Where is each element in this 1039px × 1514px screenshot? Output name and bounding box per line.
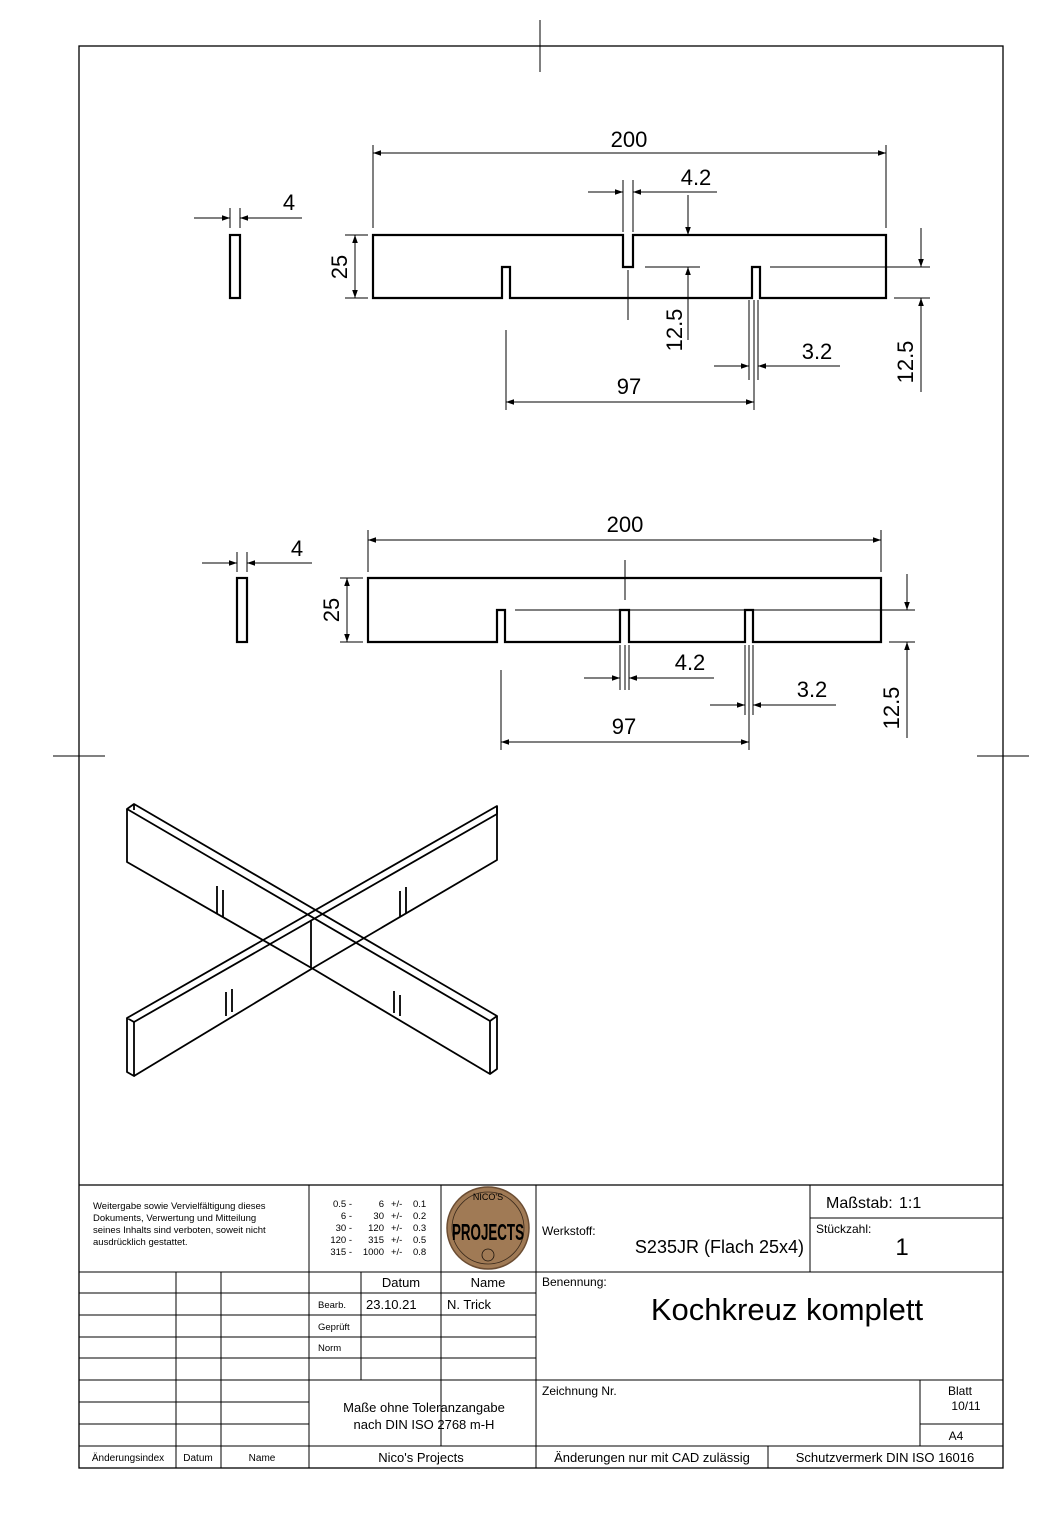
v2-dim-thickness: 4: [291, 536, 303, 561]
v1-dim-slot-bottom: 3.2: [802, 339, 833, 364]
logo-main-text: PROJECTS: [452, 1219, 524, 1245]
tol-pm: +/-: [391, 1199, 402, 1210]
copyright-line-1: Weitergabe sowie Vervielfältigung dieses: [93, 1201, 266, 1212]
tol-pm: +/-: [391, 1247, 402, 1258]
view-2: 200 4 25 4.2 3.2 12.5 97: [202, 512, 915, 750]
tol-to: 120: [368, 1223, 384, 1234]
company-name: Nico's Projects: [378, 1450, 464, 1465]
cad-note: Änderungen nur mit CAD zulässig: [554, 1450, 750, 1465]
tol-to: 6: [379, 1199, 384, 1210]
drawing-title: Kochkreuz komplett: [651, 1292, 924, 1327]
tol-value: 0.5: [413, 1235, 426, 1246]
v1-dim-slot-spacing: 97: [617, 374, 641, 399]
row-bearb: Bearb.: [318, 1300, 346, 1311]
sheet-value: 10/11: [951, 1399, 980, 1413]
copyright-line-4: ausdrücklich gestattet.: [93, 1237, 188, 1248]
tol-value: 0.2: [413, 1211, 426, 1222]
tol-pm: +/-: [391, 1223, 402, 1234]
tol-to: 315: [368, 1235, 384, 1246]
v2-dim-length: 200: [607, 512, 644, 537]
paper-format: A4: [949, 1429, 964, 1443]
logo-top-text: NICO'S: [473, 1192, 503, 1202]
v1-dim-depth-center: 12.5: [662, 309, 687, 352]
tol-from: 120 -: [330, 1235, 352, 1246]
v1-dim-thickness: 4: [283, 190, 295, 215]
tol-pm: +/-: [391, 1211, 402, 1222]
drawing-frame: [53, 20, 1029, 1469]
tol-from: 0.5 -: [333, 1199, 352, 1210]
title-label: Benennung:: [542, 1275, 607, 1289]
tolerance-note-1: Maße ohne Toleranzangabe: [343, 1400, 505, 1415]
rev-date-label: Datum: [183, 1453, 212, 1464]
copyright-line-3: seines Inhalts sind verboten, soweit nic…: [93, 1225, 266, 1236]
v1-dim-slot-top: 4.2: [681, 165, 712, 190]
bar-section-1: [228, 233, 242, 300]
row-geprueft: Geprüft: [318, 1322, 350, 1333]
material-value: S235JR (Flach 25x4): [635, 1237, 804, 1257]
tol-from: 6 -: [341, 1211, 352, 1222]
bar-profile-1: [371, 233, 888, 300]
tolerance-table: 0.5 - 6 +/- 0.1 6 - 30 +/- 0.2 30 - 120 …: [330, 1199, 426, 1258]
sheet-label: Blatt: [948, 1384, 973, 1398]
tol-value: 0.3: [413, 1223, 426, 1234]
rev-index-label: Änderungsindex: [92, 1452, 164, 1464]
tolerance-note-2: nach DIN ISO 2768 m-H: [354, 1417, 495, 1432]
bearb-date: 23.10.21: [366, 1297, 417, 1312]
scale-value: 1:1: [899, 1195, 921, 1212]
title-block: Weitergabe sowie Vervielfältigung dieses…: [79, 1184, 1003, 1468]
rev-name-label: Name: [249, 1453, 276, 1464]
quantity-value: 1: [895, 1234, 908, 1261]
bar-section-2: [235, 576, 249, 644]
tol-from: 315 -: [330, 1247, 352, 1258]
col-datum: Datum: [382, 1275, 420, 1290]
v1-dim-length: 200: [611, 127, 648, 152]
bearb-name: N. Trick: [447, 1297, 492, 1312]
tol-pm: +/-: [391, 1235, 402, 1246]
v2-dim-slot-side: 3.2: [797, 677, 828, 702]
v2-dim-slot-center: 4.2: [675, 650, 706, 675]
scale-label: Maßstab:: [826, 1195, 893, 1212]
v1-dim-depth-side: 12.5: [893, 341, 918, 384]
col-name: Name: [471, 1275, 506, 1290]
tol-to: 1000: [363, 1247, 384, 1258]
tol-from: 30 -: [336, 1223, 352, 1234]
v1-dim-height: 25: [327, 255, 352, 279]
tol-value: 0.1: [413, 1199, 426, 1210]
v2-dim-depth-side: 12.5: [879, 687, 904, 730]
tol-value: 0.8: [413, 1247, 426, 1258]
copyright-line-2: Dokuments, Verwertung und Mitteilung: [93, 1213, 256, 1224]
nicos-projects-logo-icon: NICO'S PROJECTS: [446, 1186, 530, 1270]
view-1: 200 4.2 4 25 12.5 12.5 3.2 97: [194, 127, 930, 410]
v2-dim-height: 25: [319, 598, 344, 622]
v2-dim-slot-spacing: 97: [612, 714, 636, 739]
isometric-view: [126, 803, 498, 1077]
drawing-no-label: Zeichnung Nr.: [542, 1384, 617, 1398]
protection-note: Schutzvermerk DIN ISO 16016: [796, 1450, 974, 1465]
material-label: Werkstoff:: [542, 1224, 596, 1238]
quantity-label: Stückzahl:: [816, 1222, 871, 1236]
tol-to: 30: [373, 1211, 384, 1222]
row-norm: Norm: [318, 1343, 341, 1354]
